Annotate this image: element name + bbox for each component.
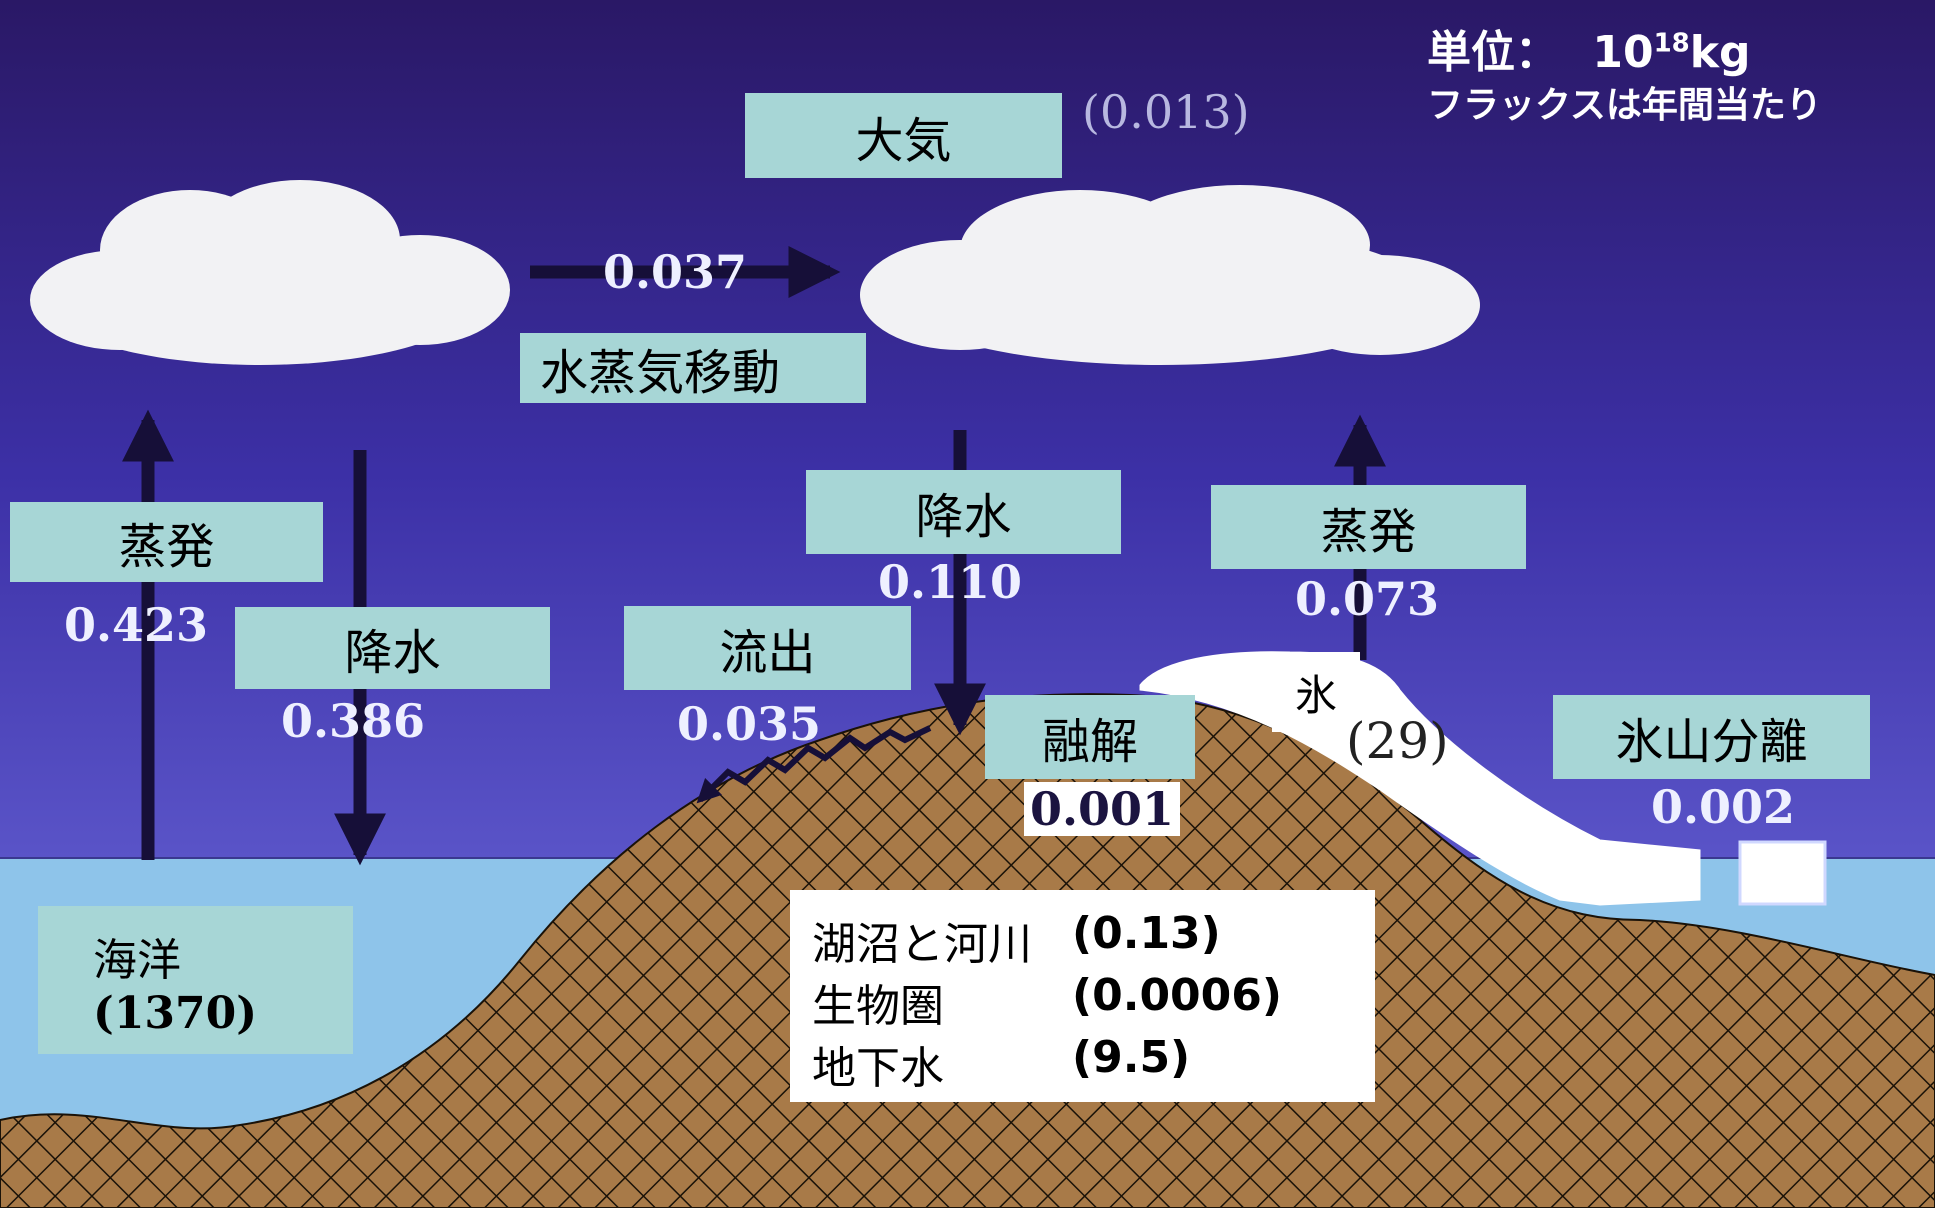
land-evaporation-value: 0.073: [1295, 572, 1440, 626]
reservoir-name: 湖沼と河川: [812, 919, 1032, 970]
runoff-label: 流出: [624, 606, 911, 690]
reservoir-row: 湖沼と河川 (0.13): [812, 908, 1375, 970]
land-precipitation-label: 降水: [806, 470, 1121, 554]
ocean-evaporation-label-text: 蒸発: [118, 519, 215, 575]
unit-note: フラックスは年間当たり: [1427, 85, 1822, 126]
ocean-evaporation-value: 0.423: [64, 598, 209, 652]
ocean-precipitation-label-text: 降水: [344, 625, 441, 681]
land-evaporation-label: 蒸発: [1211, 485, 1526, 569]
ocean-precipitation-label: 降水: [235, 607, 550, 689]
atmosphere-label-text: 大気: [855, 112, 952, 169]
ocean-name: 海洋: [93, 935, 181, 986]
runoff-label-text: 流出: [719, 625, 816, 681]
land-precipitation-value: 0.110: [878, 555, 1023, 609]
ocean-label: 海洋 (1370): [38, 906, 353, 1054]
runoff-value: 0.035: [677, 697, 822, 751]
unit-base: 10: [1592, 27, 1654, 78]
vapor-transport-value: 0.037: [603, 245, 748, 299]
reservoir-name: 地下水: [812, 1043, 944, 1094]
atmosphere-value: (0.013): [1082, 85, 1250, 139]
arrow-runoff: [696, 725, 932, 804]
reservoir-value: (0.0006): [1072, 970, 1283, 1021]
melting-label: 融解: [985, 695, 1195, 779]
unit-label: 単位：: [1427, 27, 1559, 78]
ice-label: 氷: [1272, 652, 1360, 732]
ice-label-text: 氷: [1294, 670, 1337, 720]
unit-suffix: kg: [1689, 27, 1751, 78]
ocean-evaporation-label: 蒸発: [10, 502, 323, 582]
ice-value: (29): [1346, 712, 1449, 770]
iceberg: [1738, 840, 1827, 906]
atmosphere-label: 大気: [745, 93, 1062, 178]
reservoir-value: (0.13): [1072, 908, 1221, 959]
land-evaporation-label-text: 蒸発: [1320, 504, 1417, 560]
vapor-transport-label-text: 水蒸気移動: [540, 345, 781, 401]
reservoir-row: 生物圏 (0.0006): [812, 970, 1375, 1032]
reservoir-list: 湖沼と河川 (0.13) 生物圏 (0.0006) 地下水 (9.5): [790, 890, 1375, 1102]
melting-value: 0.001: [1024, 782, 1181, 836]
melting-label-text: 融解: [1041, 714, 1138, 770]
reservoir-row: 地下水 (9.5): [812, 1032, 1375, 1094]
vapor-transport-label: 水蒸気移動: [520, 333, 866, 403]
iceberg-calving-value: 0.002: [1651, 780, 1796, 834]
cloud-left: [30, 180, 510, 365]
ocean-precipitation-value: 0.386: [281, 694, 426, 748]
ocean-value: (1370): [93, 988, 258, 1039]
iceberg-calving-label: 氷山分離: [1553, 695, 1870, 779]
unit-title: 単位： 1018kg: [1427, 16, 1751, 80]
iceberg-calving-label-text: 氷山分離: [1615, 714, 1808, 770]
cloud-right: [860, 185, 1480, 365]
reservoir-name: 生物圏: [812, 981, 944, 1032]
unit-exponent: 18: [1653, 28, 1690, 59]
land-precipitation-label-text: 降水: [915, 489, 1012, 545]
reservoir-value: (9.5): [1072, 1032, 1191, 1083]
